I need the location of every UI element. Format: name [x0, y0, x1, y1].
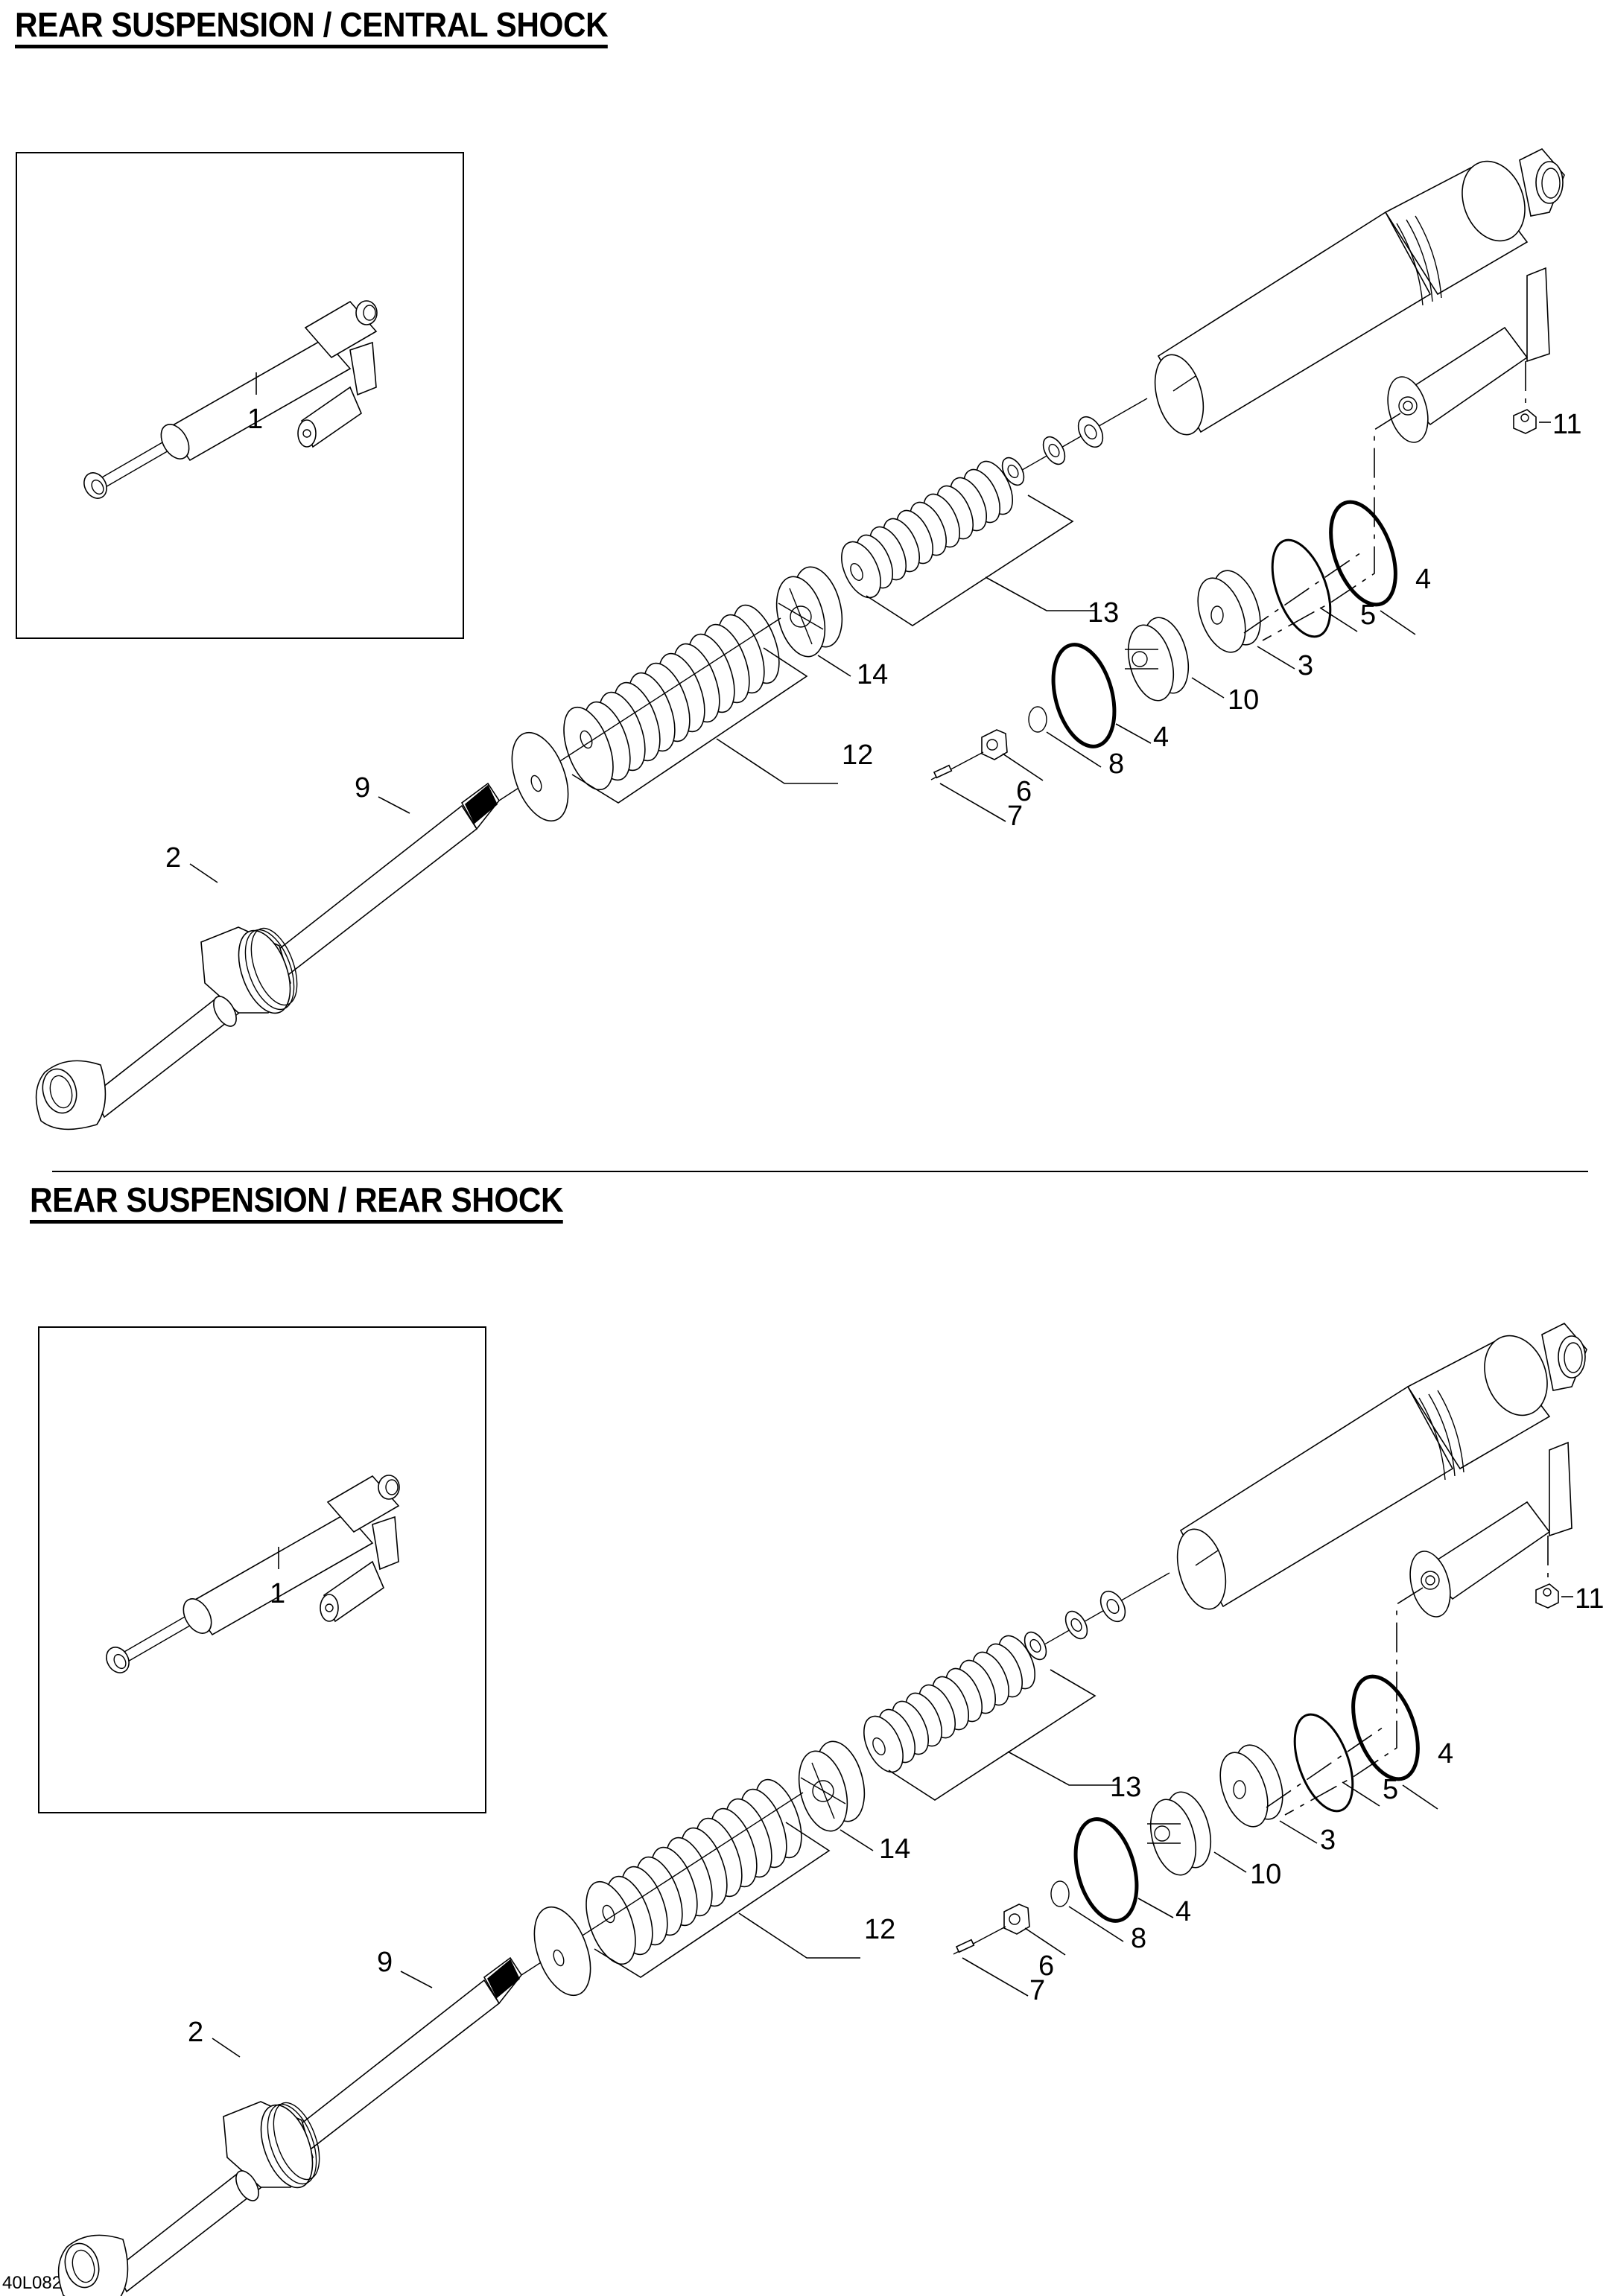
callout-label: 5: [1383, 1774, 1398, 1805]
callout-label: 5: [1360, 600, 1376, 631]
callout-label: 1: [247, 404, 263, 435]
callout-label: 11: [1552, 409, 1581, 440]
callout-label: 14: [857, 659, 888, 690]
callout-label: 1: [270, 1578, 285, 1609]
callout-label: 4: [1415, 564, 1431, 595]
exploded-view-central-shock: [16, 149, 1564, 1129]
section-title-rear-shock: REAR SUSPENSION / REAR SHOCK: [30, 1183, 564, 1224]
callout-label: 6: [1038, 1950, 1054, 1982]
callout-label: 11: [1575, 1583, 1604, 1615]
callout-label: 12: [842, 740, 873, 771]
callout-label: 9: [355, 772, 370, 804]
callout-label: 3: [1298, 650, 1313, 681]
callout-label: 10: [1250, 1859, 1281, 1890]
callout-label: 7: [1029, 1975, 1045, 2006]
callout-label: 8: [1108, 748, 1124, 780]
callouts-central-shock: 1 11 4 5 13 3 14 10 4 12 8 6 7 9 2: [165, 372, 1581, 874]
callouts-rear-shock: 1 11 4 5 13 3 14 10 4 12 8 6 7 9 2: [188, 1547, 1604, 2048]
section-divider: [52, 1171, 1588, 1172]
callout-label: 2: [165, 842, 181, 874]
callout-label: 13: [1110, 1772, 1141, 1803]
section-title-central-shock: REAR SUSPENSION / CENTRAL SHOCK: [15, 7, 609, 48]
callout-label: 6: [1016, 776, 1032, 807]
callout-label: 4: [1175, 1896, 1191, 1927]
exploded-view-rear-shock: [39, 1323, 1587, 2296]
callout-label: 9: [377, 1947, 393, 1978]
callout-label: 4: [1153, 722, 1169, 753]
callout-label: 14: [879, 1834, 910, 1865]
callout-label: 13: [1088, 597, 1119, 629]
callout-label: 8: [1131, 1923, 1146, 1954]
callout-label: 12: [864, 1914, 895, 1945]
callout-label: 7: [1007, 801, 1023, 832]
callout-label: 2: [188, 2017, 203, 2048]
callout-label: 4: [1438, 1738, 1453, 1769]
callout-label: 10: [1228, 684, 1259, 716]
callout-label: 3: [1320, 1825, 1336, 1856]
